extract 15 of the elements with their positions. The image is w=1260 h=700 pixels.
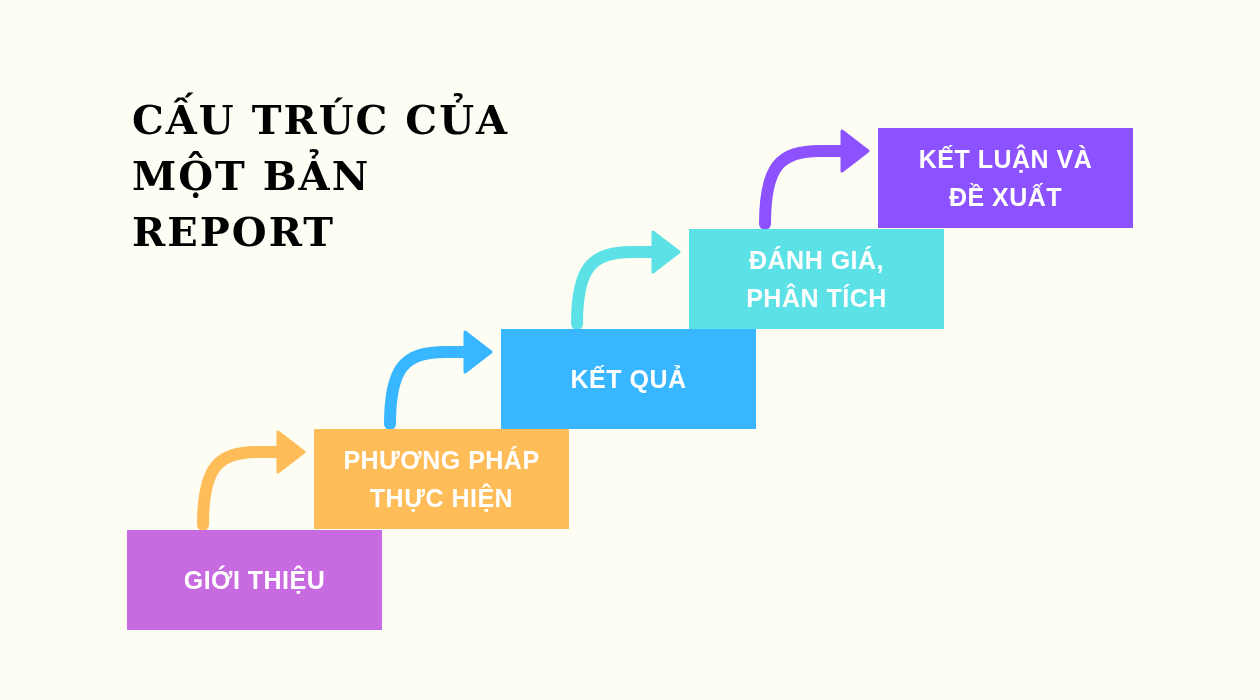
curved-arrow <box>571 230 681 330</box>
step-label: GIỚI THIỆU <box>183 564 326 596</box>
curved-arrow <box>384 330 493 430</box>
step-box <box>127 530 382 630</box>
step-label: KẾT QUẢ <box>570 364 687 395</box>
step-box <box>878 128 1133 228</box>
step-label: ĐÁNH GIÁ, PHÂN TÍCH <box>745 245 888 314</box>
step-label: PHƯƠNG PHÁP THỰC HIỆN <box>342 445 541 514</box>
step-box <box>501 329 756 429</box>
curved-arrow <box>759 129 870 230</box>
curved-arrow <box>197 430 306 531</box>
step-box <box>314 429 569 529</box>
title: CẤU TRÚC CỦA MỘT BẢN REPORT <box>132 92 552 260</box>
step-box <box>689 229 944 329</box>
step-label: KẾT LUẬN VÀ ĐỀ XUẤT <box>917 143 1094 213</box>
